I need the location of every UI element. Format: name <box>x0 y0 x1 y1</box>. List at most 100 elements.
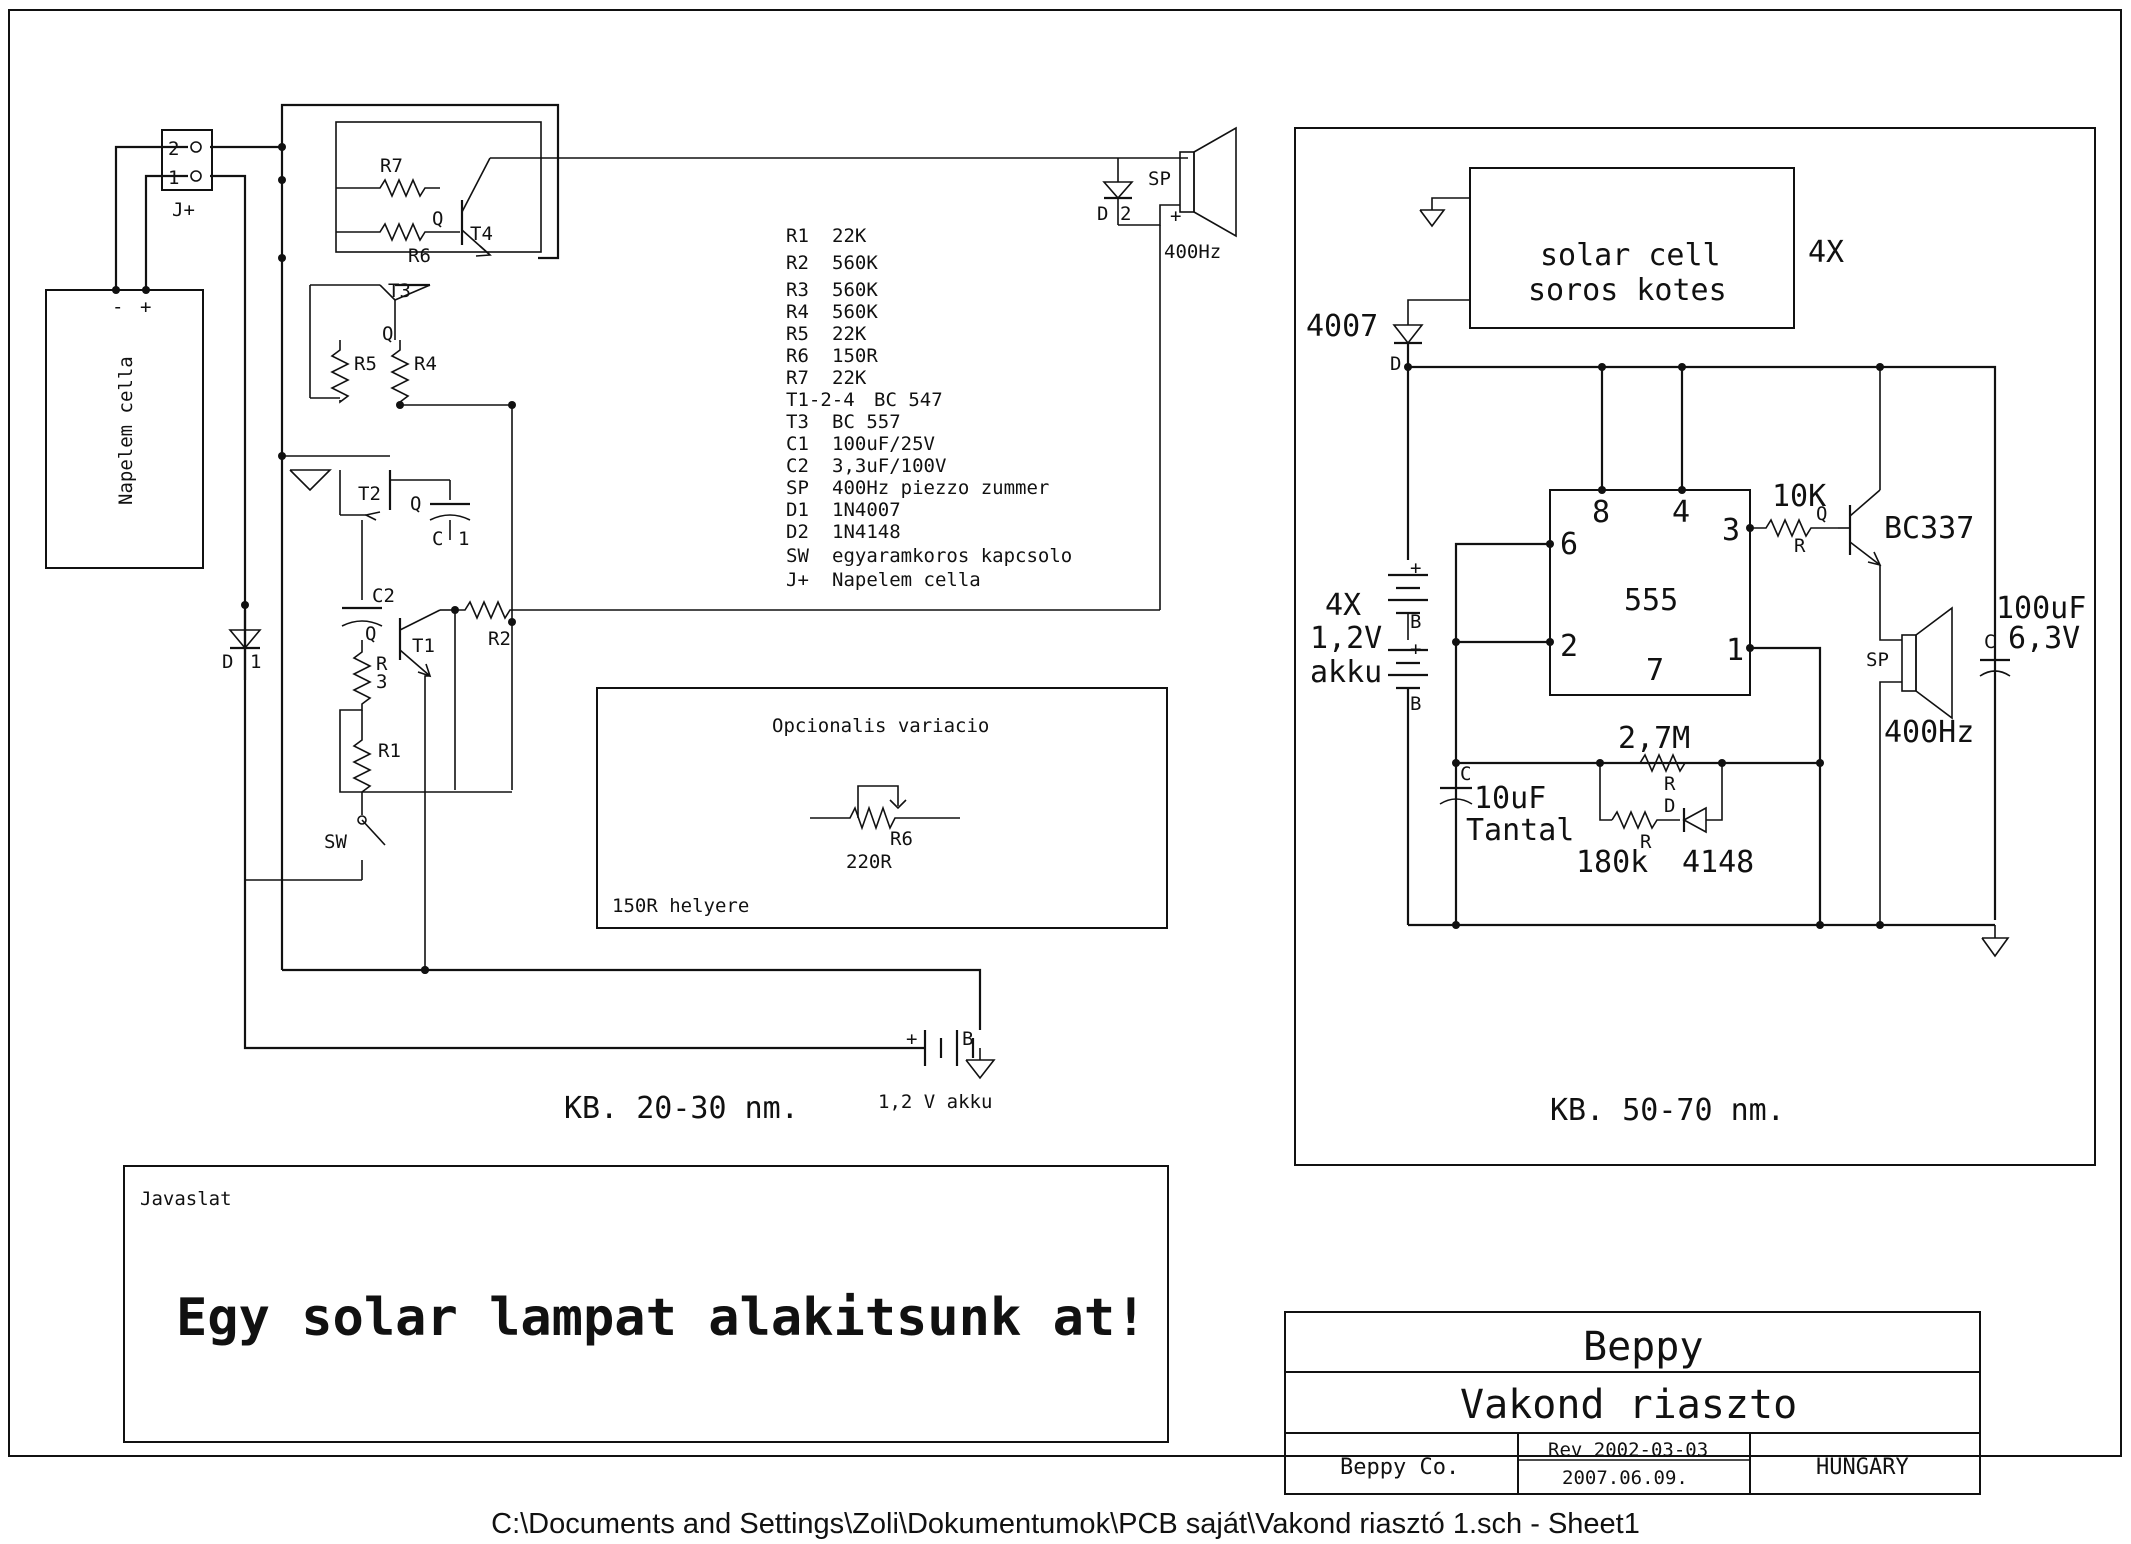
bom-ref-8: T3 <box>786 411 809 433</box>
right-frame <box>1294 127 2096 1166</box>
cap10-value: 10uF <box>1474 781 1546 816</box>
r10k-value: 10K <box>1772 479 1826 514</box>
bom-ref-14: SW <box>786 545 809 567</box>
d2-ref: D <box>1097 203 1108 225</box>
connector-label: J+ <box>172 199 195 221</box>
bom-ref-4: R5 <box>786 323 809 345</box>
r4-ref: R4 <box>414 353 437 375</box>
bom-val-7: BC 547 <box>874 389 943 411</box>
bom-ref-2: R3 <box>786 279 809 301</box>
bom-ref-3: R4 <box>786 301 809 323</box>
right-solar-box: solar cell soros kotes 4X <box>1407 167 1844 329</box>
bom-val-10: 3,3uF/100V <box>832 455 946 477</box>
right-solar-count: 4X <box>1808 235 1844 270</box>
r180k-value: 180k <box>1576 845 1648 880</box>
switch-sw: SW <box>245 815 386 881</box>
bom-ref-7: T1-2-4 <box>786 389 855 411</box>
right-battery: + B + B 4X 1,2V akku <box>1310 557 1428 925</box>
right-battery-b2: B <box>1410 693 1421 715</box>
right-resistor-180k: R 180k <box>1576 810 1680 880</box>
transistor-t2: T2 Q <box>282 455 450 521</box>
c2-ref: C2 <box>372 585 395 607</box>
bom-ref-12: D1 <box>786 499 809 521</box>
right-circuit: solar cell soros kotes 4X 4007 D <box>1294 127 2096 1166</box>
d2-num: 2 <box>1120 203 1131 225</box>
r180k-ref: R <box>1640 831 1652 853</box>
right-battery-b: B <box>1410 611 1421 633</box>
bc337-name: BC337 <box>1884 511 1974 546</box>
title-main: Vakond riaszto <box>1460 1382 1797 1428</box>
bom-val-11: 400Hz piezzo zummer <box>832 477 1049 499</box>
capacitor-c2: C2 <box>341 520 395 627</box>
bom-ref-5: R6 <box>786 345 809 367</box>
title-company: Beppy Co. <box>1340 1455 1459 1480</box>
right-battery-plus2: + <box>1410 638 1421 660</box>
sw-ref: SW <box>324 831 347 853</box>
right-speaker: SP 400Hz <box>1866 606 1974 925</box>
bom-ref-13: D2 <box>786 521 809 543</box>
right-range: KB. 50-70 nm. <box>1550 1093 1785 1128</box>
connector-pin2: 2 <box>168 138 179 160</box>
bom-val-15: Napelem cella <box>832 569 981 591</box>
bom-ref-9: C1 <box>786 433 809 455</box>
optional-note: 150R helyere <box>612 895 749 917</box>
resistor-r1: R1 <box>339 710 512 815</box>
title-date: 2007.06.09. <box>1562 1467 1688 1489</box>
ic-name: 555 <box>1624 583 1678 618</box>
c1-ref: C <box>432 528 443 550</box>
resistor-r5: R5 <box>310 340 377 404</box>
right-solar-line1: solar cell <box>1540 238 1721 273</box>
r7-ref: R7 <box>380 155 403 177</box>
javaslat-text: Egy solar lampat alakitsunk at! <box>176 1288 1147 1348</box>
d1-ref: D <box>222 651 233 673</box>
connector-j: 2 1 J+ <box>161 129 213 221</box>
bom-val-3: 560K <box>832 301 878 323</box>
r6-ref: R6 <box>408 245 431 267</box>
t2-q: Q <box>410 493 421 515</box>
bom-ref-10: C2 <box>786 455 809 477</box>
bom-val-0: 22K <box>832 225 867 247</box>
ic-pin4: 4 <box>1672 495 1690 530</box>
t4-ref: T4 <box>470 223 493 245</box>
batt-left-label: 1,2 V akku <box>878 1091 992 1113</box>
bom-ref-11: SP <box>786 477 809 499</box>
t2-ref: T2 <box>358 483 381 505</box>
resistor-r3: R 3 <box>339 640 388 740</box>
r3-num: 3 <box>376 671 387 693</box>
ic-pin7: 7 <box>1646 653 1664 688</box>
right-resistor-2m7: 2,7M R <box>1618 721 1690 795</box>
d4148-ref: D <box>1664 795 1675 817</box>
bom-ref-6: R7 <box>786 367 809 389</box>
bom-val-13: 1N4148 <box>832 521 901 543</box>
d4148-value: 4148 <box>1682 845 1754 880</box>
title-country: HUNGARY <box>1816 1455 1909 1480</box>
right-diode-4148: D 4148 <box>1664 763 1754 880</box>
bc337-ref: Q <box>1816 503 1827 525</box>
cap100-voltage: 6,3V <box>2008 621 2080 656</box>
solar-cell-minus: - <box>112 296 123 318</box>
cap100-ref: C <box>1984 631 1995 653</box>
bom-val-2: 560K <box>832 279 878 301</box>
r10k-ref: R <box>1794 535 1806 557</box>
battery-left: + B 1,2 V akku <box>878 1028 996 1113</box>
bom-val-8: BC 557 <box>832 411 901 433</box>
bom-ref-0: R1 <box>786 225 809 247</box>
cap10-ref: C <box>1460 763 1471 785</box>
resistor-r6: R6 Q <box>336 208 460 267</box>
capacitor-c1: C 1 <box>429 480 471 550</box>
ic-pin3: 3 <box>1722 513 1740 548</box>
t4-q: Q <box>432 208 443 230</box>
r2m7-ref: R <box>1664 773 1676 795</box>
cap100-value: 100uF <box>1996 591 2086 626</box>
right-battery-count: 4X <box>1325 588 1361 623</box>
right-diode-top: 4007 D <box>1306 309 1424 375</box>
right-battery-plus: + <box>1410 557 1421 579</box>
right-diode-ref: D <box>1390 353 1401 375</box>
d1-num: 1 <box>250 651 261 673</box>
r5-ref: R5 <box>354 353 377 375</box>
bom-val-12: 1N4007 <box>832 499 901 521</box>
ic-pin6: 6 <box>1560 527 1578 562</box>
r2-ref: R2 <box>488 628 511 650</box>
right-solar-line2: soros kotes <box>1528 273 1727 308</box>
